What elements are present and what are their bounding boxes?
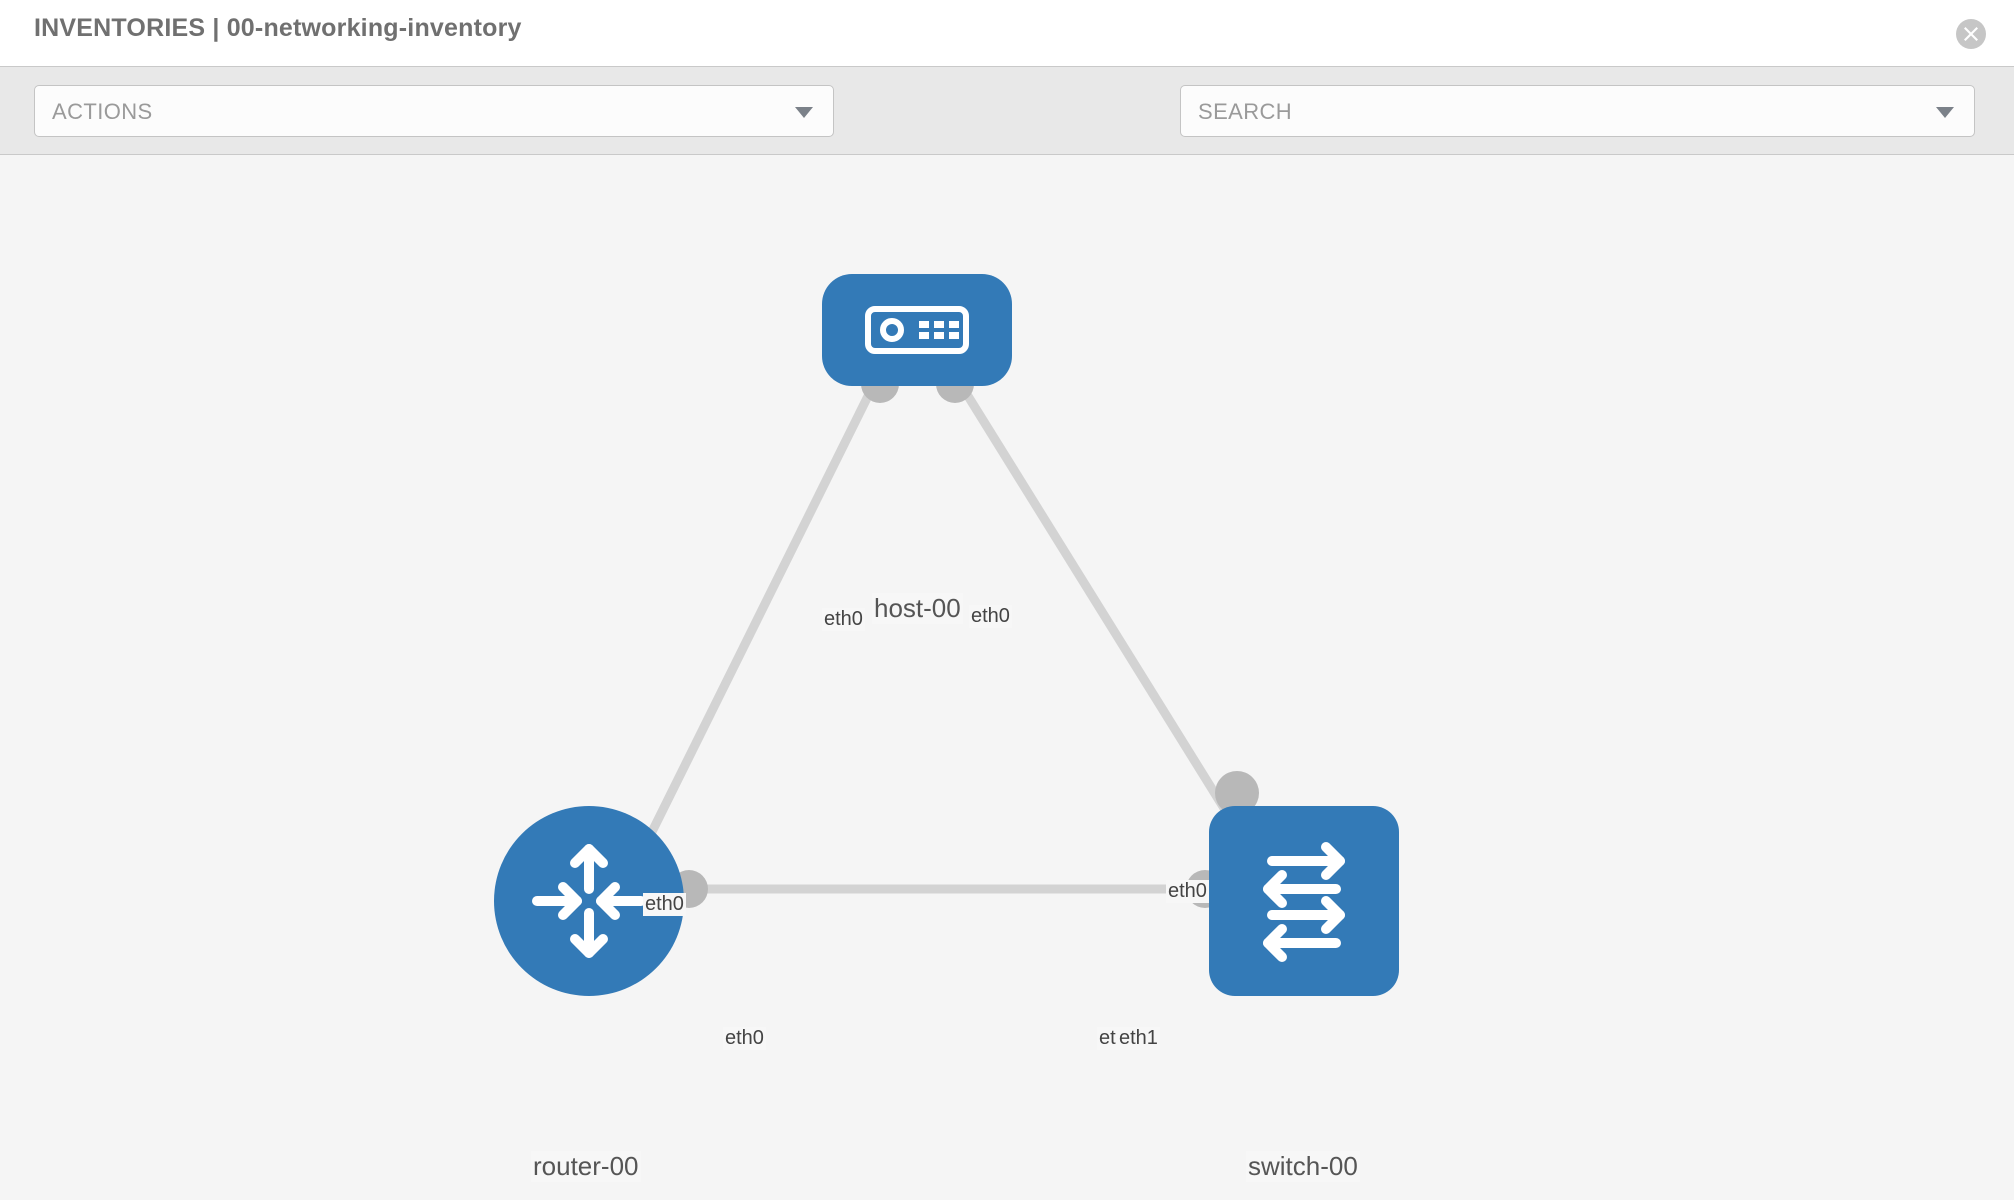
node-label-switch-00: switch-00 — [1246, 1151, 1360, 1182]
switch-arrows-icon — [1263, 842, 1345, 962]
link-host-switch[interactable] — [959, 385, 1244, 837]
edge-label-host-right: eth0 — [969, 605, 1012, 628]
actions-dropdown[interactable]: ACTIONS — [34, 85, 834, 137]
router-arrows-icon — [532, 844, 646, 958]
node-label-router-00: router-00 — [531, 1151, 641, 1182]
edge-label-switch-diagonal: eth0 — [1166, 880, 1209, 903]
close-button[interactable] — [1956, 19, 1986, 49]
edge-label-switch-middle-over: eth1 — [1117, 1027, 1160, 1050]
topology-node-host-00[interactable] — [822, 274, 1012, 386]
toolbar: ACTIONS SEARCH — [0, 67, 2014, 198]
chevron-down-icon — [1936, 107, 1954, 118]
close-icon — [1964, 27, 1978, 41]
page-header: INVENTORIES | 00-networking-inventory — [0, 0, 2014, 67]
search-placeholder: SEARCH — [1198, 99, 1293, 124]
node-label-host-00: host-00 — [872, 593, 963, 624]
topology-node-switch-00[interactable] — [1209, 806, 1399, 996]
search-input[interactable]: SEARCH — [1180, 85, 1975, 137]
chevron-down-icon — [795, 107, 813, 118]
server-appliance-icon — [865, 306, 969, 354]
actions-dropdown-label: ACTIONS — [52, 99, 153, 124]
edge-label-host-left: eth0 — [822, 608, 865, 631]
edge-label-router-diagonal: eth0 — [643, 893, 686, 916]
connector-nub-switch-top[interactable] — [1215, 771, 1259, 815]
page-title: INVENTORIES | 00-networking-inventory — [34, 14, 522, 42]
edge-label-router-middle: eth0 — [723, 1027, 766, 1050]
link-host-router[interactable] — [635, 386, 877, 858]
topology-canvas[interactable]: host-00 router-00 switch-00 eth0 eth0 et… — [0, 156, 2014, 1200]
